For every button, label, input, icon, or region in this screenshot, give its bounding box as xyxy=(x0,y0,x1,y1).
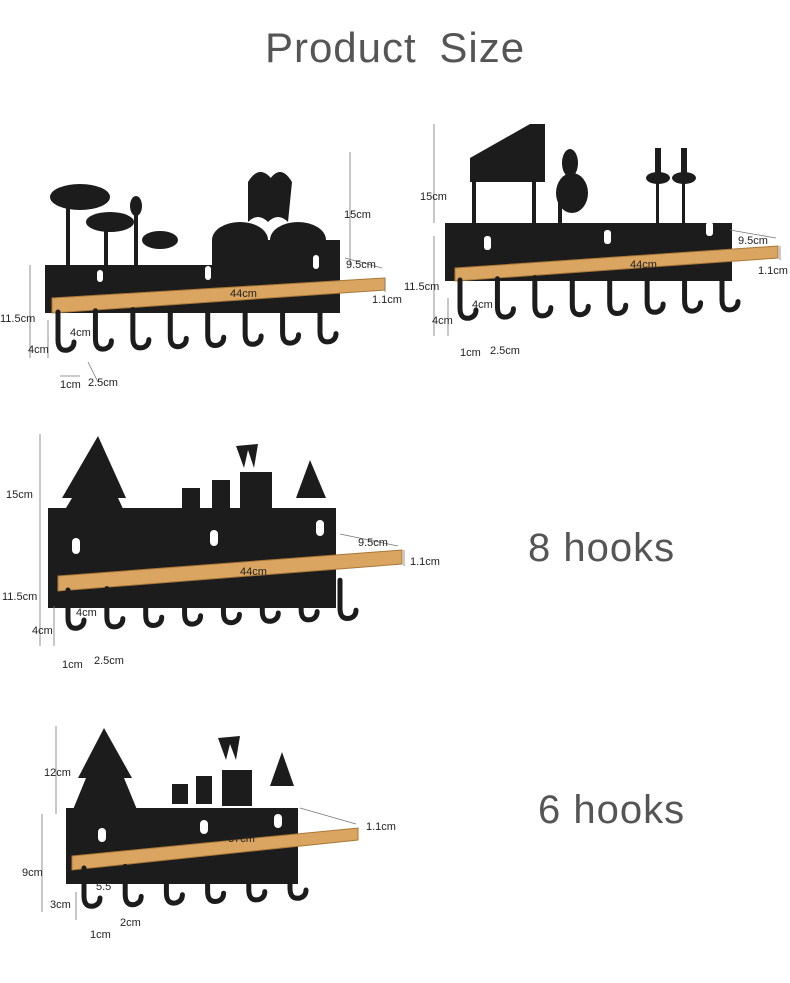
dim-shelf-thickness: 1.1cm xyxy=(366,821,396,833)
dimension-lines xyxy=(39,434,405,646)
hook xyxy=(242,303,264,347)
dim-shelf-thickness: 1.1cm xyxy=(758,265,788,277)
wood-shelf xyxy=(454,245,779,282)
dim-shelf-width: 44cm xyxy=(630,259,657,271)
dim-shelf-depth: 9.5cm xyxy=(346,259,376,271)
hook xyxy=(122,863,144,908)
hook xyxy=(246,859,268,903)
dim-hook-width: 1cm xyxy=(60,379,81,391)
dim-hook-gap: 5.5 xyxy=(96,881,111,893)
dim-hook-spacing: 2.5cm xyxy=(88,377,118,389)
dim-shelf-depth: 9.5cm xyxy=(738,235,768,247)
dim-shelf-thickness: 1.1cm xyxy=(372,294,402,306)
dim-height-back: 11.5cm xyxy=(2,591,37,603)
dim-hook-gap: 4cm xyxy=(76,607,97,619)
dim-hook-spacing: 2.5cm xyxy=(490,345,520,357)
deer-silhouette xyxy=(172,736,252,806)
page-title: Product Size xyxy=(264,24,526,71)
dim-shelf-thickness: 1.1cm xyxy=(410,556,440,568)
dimension-lines xyxy=(41,726,357,920)
dim-height-top: 15cm xyxy=(6,489,33,501)
dim-hook-height: 4cm xyxy=(28,344,49,356)
hook xyxy=(65,587,87,631)
hook-row xyxy=(55,301,339,353)
hook xyxy=(182,583,204,627)
hook xyxy=(494,276,516,320)
dimension-lines xyxy=(29,152,386,383)
dim-hook-width: 1cm xyxy=(460,347,481,359)
dim-height-top: 15cm xyxy=(420,191,447,203)
hooks-count-label-8: 8 hooks xyxy=(528,526,676,570)
hook xyxy=(167,305,189,350)
dim-height-back: 11.5cm xyxy=(0,313,35,325)
lotus-silhouette xyxy=(50,184,178,270)
dim-hook-gap: 4cm xyxy=(70,327,91,339)
dim-shelf-depth: 9.5cm xyxy=(358,537,388,549)
hook xyxy=(220,581,242,626)
dim-shelf-width: 44cm xyxy=(240,566,267,578)
hook xyxy=(607,272,629,316)
product-piano: 15cm 11.5cm 4cm 4cm 44cm 9.5cm 1.1cm 2.5… xyxy=(400,118,790,368)
hook xyxy=(205,860,227,904)
product-deer-small: 12cm 9cm 5.5 3cm 37cm 1.1cm 2cm 1cm xyxy=(0,716,420,956)
dim-height-top: 15cm xyxy=(344,209,371,221)
dim-hook-height: 4cm xyxy=(432,315,453,327)
hook xyxy=(205,304,227,348)
deer-shelf-diagram: 15cm 11.5cm 4cm 4cm 44cm 9.5cm 1.1cm 2.5… xyxy=(2,434,440,671)
hook xyxy=(682,270,704,314)
dim-shelf-width: 44cm xyxy=(230,288,257,300)
mount-holes xyxy=(72,520,324,554)
hook xyxy=(163,862,185,906)
dim-shelf-width: 37cm xyxy=(228,833,255,845)
hook-row xyxy=(457,269,741,321)
dimension-lines xyxy=(433,124,781,336)
piano-silhouette xyxy=(470,124,588,228)
mount-holes xyxy=(484,222,713,250)
hook xyxy=(104,586,126,630)
dim-height-back: 11.5cm xyxy=(404,281,439,293)
hook xyxy=(92,308,114,352)
dim-hook-width: 1cm xyxy=(90,929,111,941)
tree-silhouette xyxy=(72,728,294,812)
hook xyxy=(143,584,165,628)
dim-hook-spacing: 2.5cm xyxy=(94,655,124,667)
hook xyxy=(259,580,281,624)
hook xyxy=(457,277,479,321)
hook xyxy=(569,273,591,318)
deer-silhouette xyxy=(182,444,272,512)
dim-hook-spacing: 2cm xyxy=(120,917,141,929)
hook xyxy=(317,301,339,345)
swan-shelf-diagram: 15cm 11.5cm 4cm 4cm 44cm 9.5cm 1.1cm 2.5… xyxy=(0,152,402,391)
wood-shelf xyxy=(57,549,403,592)
hook-row xyxy=(65,577,359,631)
swan-silhouette xyxy=(212,172,340,270)
hook-row xyxy=(81,857,309,909)
hook xyxy=(719,269,741,313)
hooks-count-label-6: 6 hooks xyxy=(538,788,686,832)
product-swan: 15cm 11.5cm 4cm 4cm 44cm 9.5cm 1.1cm 2.5… xyxy=(0,140,402,400)
hook xyxy=(644,271,666,315)
piano-shelf-diagram: 15cm 11.5cm 4cm 4cm 44cm 9.5cm 1.1cm 2.5… xyxy=(404,124,788,359)
dim-height-top: 12cm xyxy=(44,767,71,779)
dim-hook-gap: 4cm xyxy=(472,299,493,311)
dim-hook-height: 3cm xyxy=(50,899,71,911)
hook xyxy=(81,865,103,909)
dim-hook-height: 4cm xyxy=(32,625,53,637)
mount-holes xyxy=(97,255,319,282)
hook xyxy=(532,275,554,319)
wood-shelf xyxy=(71,827,359,871)
hook xyxy=(337,577,359,621)
product-deer: 15cm 11.5cm 4cm 4cm 44cm 9.5cm 1.1cm 2.5… xyxy=(0,428,450,678)
hook xyxy=(55,309,77,353)
hook xyxy=(130,307,152,351)
mount-holes xyxy=(98,814,282,842)
hook xyxy=(298,579,320,623)
dim-height-back: 9cm xyxy=(22,867,43,879)
hook xyxy=(287,857,309,901)
deer-small-shelf-diagram: 12cm 9cm 5.5 3cm 37cm 1.1cm 2cm 1cm xyxy=(22,726,396,941)
tree-silhouette xyxy=(54,436,326,528)
hook xyxy=(280,302,302,346)
ballerina-silhouette xyxy=(646,148,696,224)
dim-hook-width: 1cm xyxy=(62,659,83,671)
